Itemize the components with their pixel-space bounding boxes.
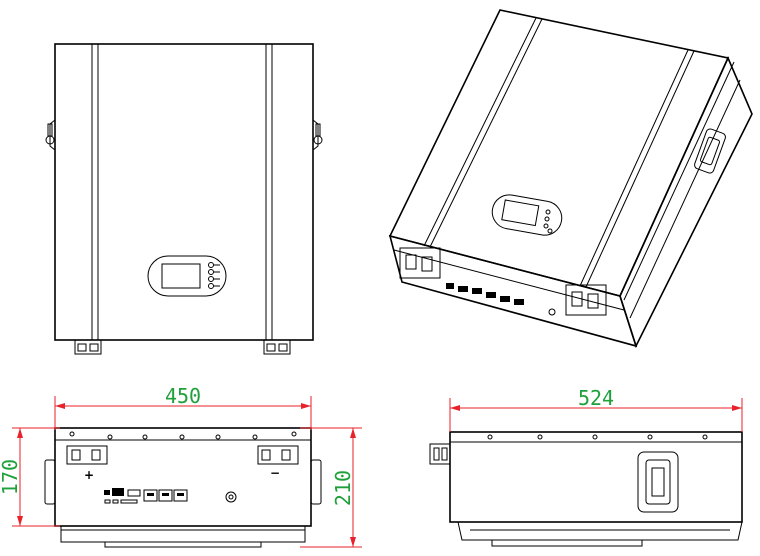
- front-terminal-left: [74, 339, 102, 355]
- bottom-right-view: [429, 431, 743, 547]
- dimension-side-width-label: 524: [578, 386, 614, 410]
- positive-mark: +: [84, 468, 94, 482]
- left-handle: [45, 119, 56, 151]
- front-view: [45, 43, 323, 355]
- iso-handle: [694, 128, 726, 174]
- side-terminal: [429, 443, 451, 465]
- dimension-side-width: 524: [449, 386, 743, 432]
- comm-ports: [104, 488, 237, 504]
- negative-mark: −: [270, 466, 280, 480]
- bottom-left-view: + −: [44, 427, 322, 548]
- dimension-front-width-label: 450: [165, 384, 201, 408]
- front-terminal-right: [263, 339, 291, 355]
- dimension-height-total-label: 210: [331, 470, 355, 506]
- left-terminal-block: [66, 445, 108, 465]
- dimension-front-width: 450: [54, 384, 312, 430]
- iso-ports: [446, 283, 556, 316]
- dimension-height-body: 170: [0, 427, 60, 527]
- side-handle: [637, 451, 679, 513]
- front-display-panel: [147, 255, 227, 297]
- dimension-height-body-label: 170: [0, 459, 22, 495]
- iso-terminal-left: [399, 247, 441, 279]
- isometric-view: [388, 9, 753, 349]
- right-terminal-block: [257, 445, 299, 465]
- dimension-height-total: 210: [300, 427, 362, 548]
- iso-terminal-right: [565, 284, 607, 316]
- right-handle: [312, 119, 323, 151]
- iso-display-panel: [491, 194, 563, 236]
